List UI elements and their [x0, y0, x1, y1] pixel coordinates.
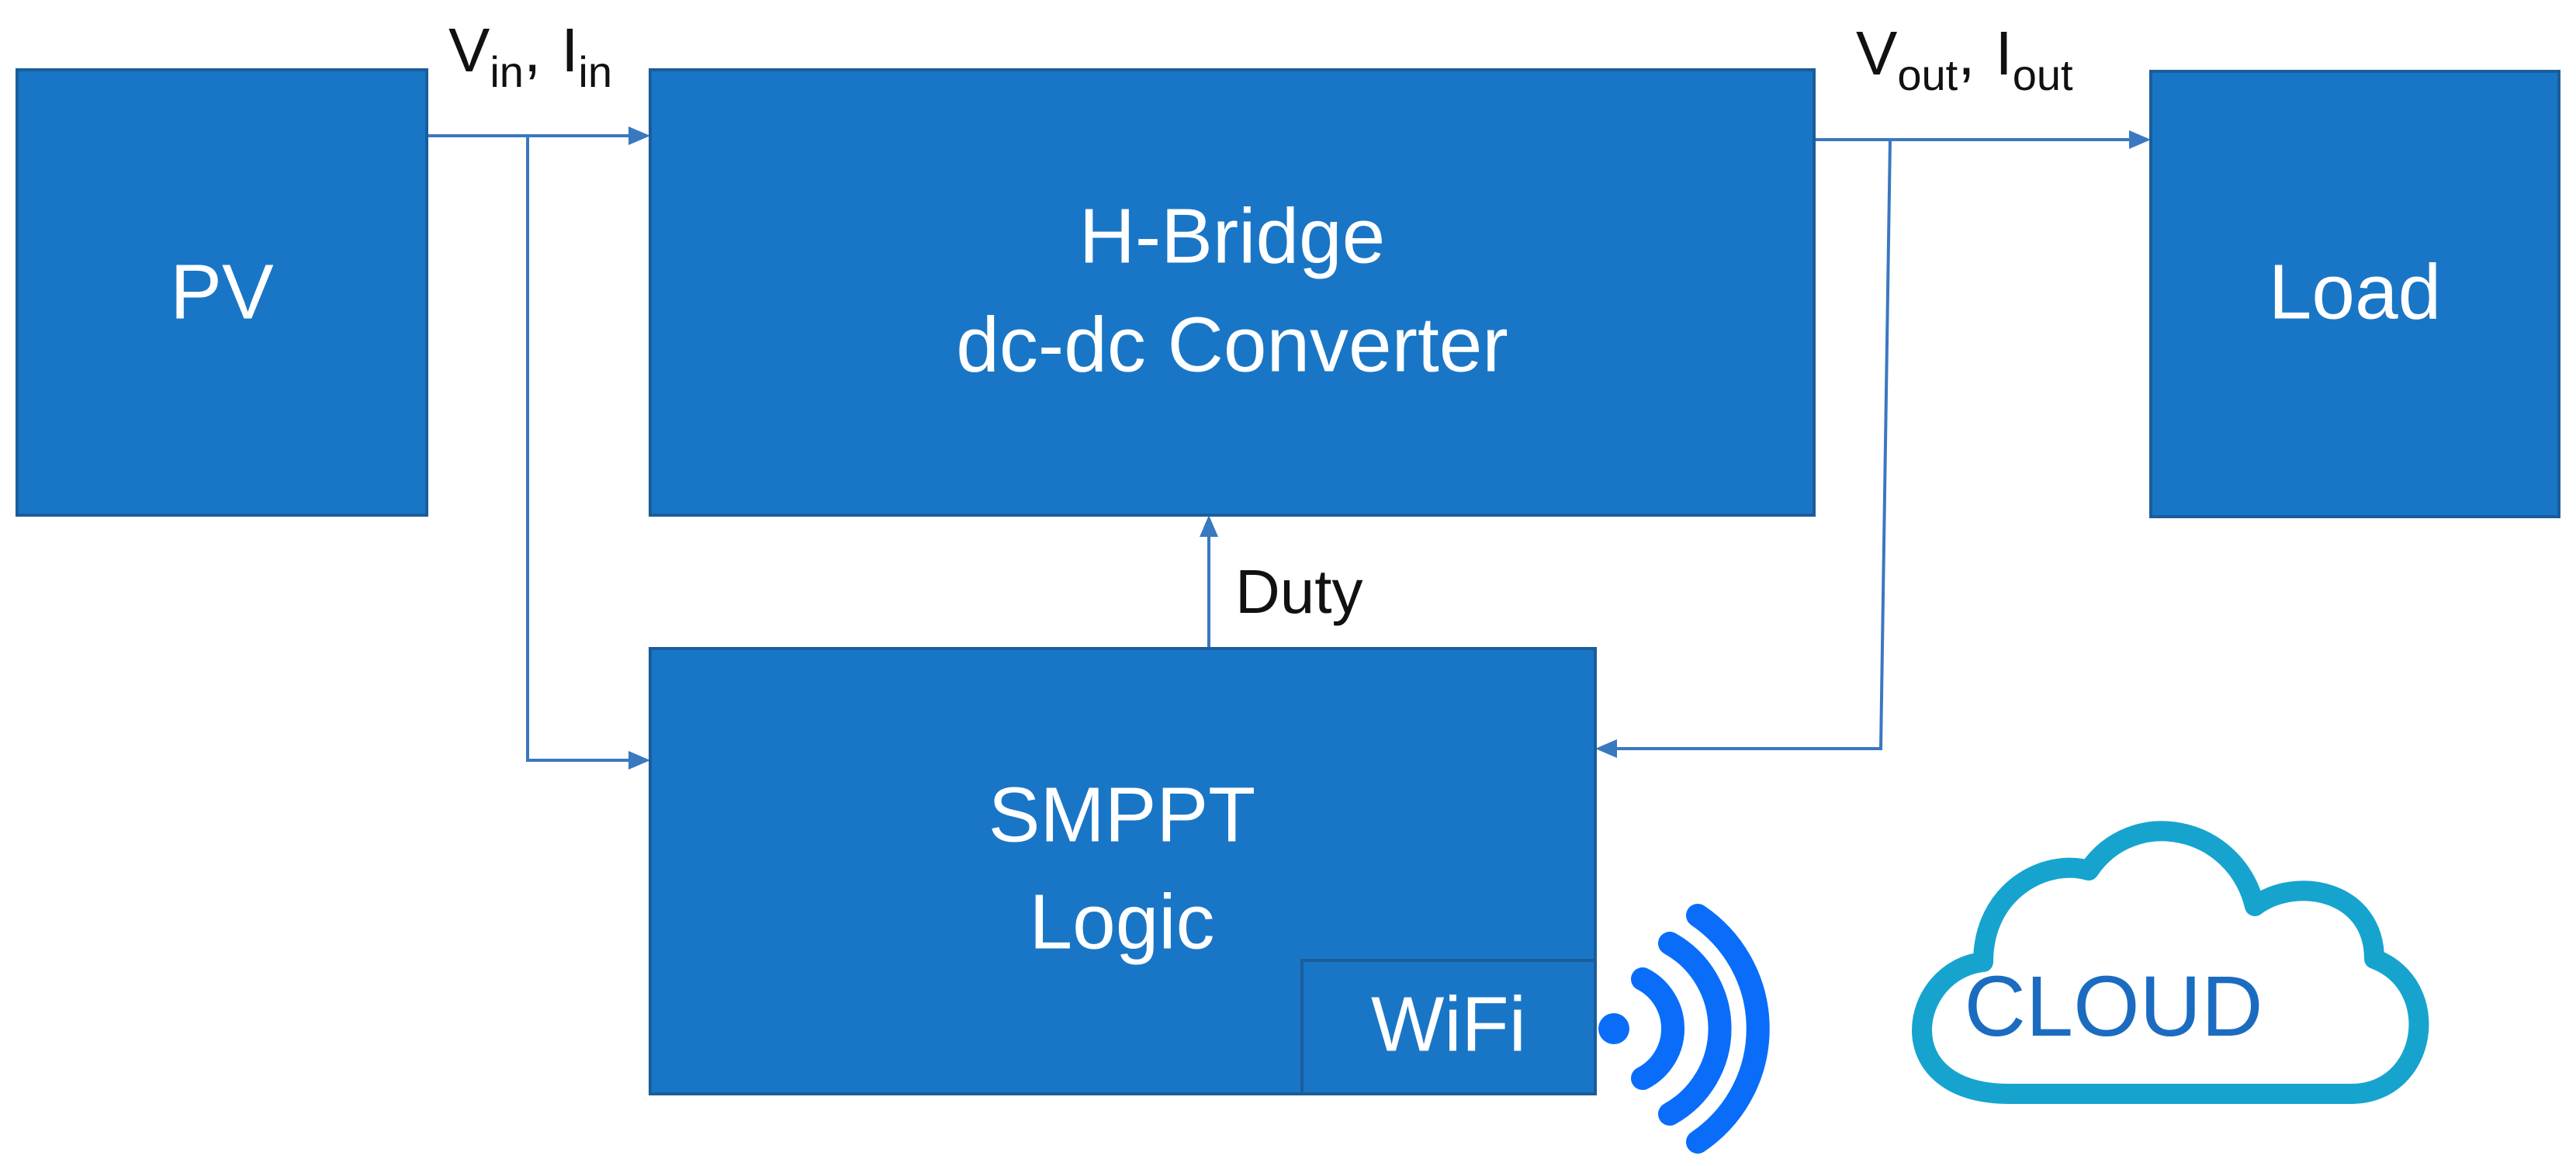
smppt-label-line1: SMPPT	[989, 771, 1255, 858]
input-signal-label: Vin,Iin	[448, 16, 612, 96]
output-arrowhead	[2129, 130, 2151, 149]
duty-arrowhead	[1200, 515, 1218, 537]
wifi-label: WiFi	[1371, 981, 1526, 1067]
wifi-module: WiFi	[1300, 959, 1597, 1095]
input-arrowhead	[628, 126, 650, 145]
converter-label-line1: H-Bridge	[1079, 192, 1386, 279]
converter-label-line2: dc-dc Converter	[956, 301, 1508, 388]
duty-label: Duty	[1235, 557, 1363, 626]
load-block: Load	[2149, 70, 2560, 518]
load-label: Load	[2269, 248, 2441, 335]
wifi-signal-icon	[1598, 904, 1770, 1154]
output-sense-wire	[1615, 139, 1892, 750]
cloud-label: CLOUD	[1964, 959, 2263, 1054]
cloud-icon: CLOUD	[1912, 821, 2429, 1104]
output-sense-arrowhead	[1595, 739, 1617, 758]
smppt-label-line2: Logic	[1029, 878, 1214, 965]
pv-label: PV	[170, 248, 274, 335]
converter-block: H-Bridge dc-dc Converter	[649, 68, 1816, 517]
input-sense-arrowhead	[628, 751, 650, 770]
input-sense-wire	[526, 136, 630, 762]
pv-block: PV	[16, 68, 428, 517]
output-signal-label: Vout,Iout	[1856, 19, 2073, 99]
